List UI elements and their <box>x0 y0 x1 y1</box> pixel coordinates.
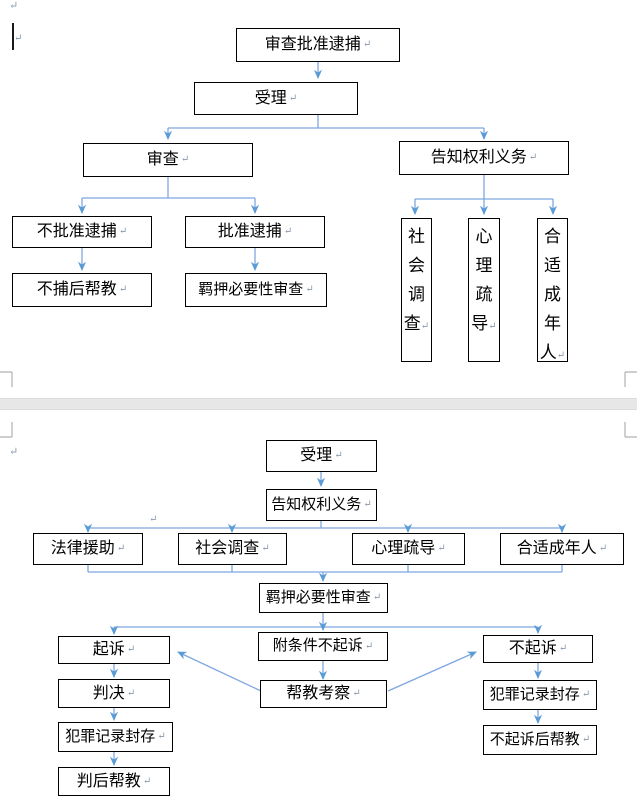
box-detention-necessity-review[interactable]: 羁押必要性审查↵ <box>185 273 327 307</box>
box-label: 审查 <box>146 151 179 168</box>
paragraph-mark: ↵ <box>9 0 19 12</box>
paragraph-mark: ↵ <box>126 644 136 655</box>
box-psychological-counseling-2[interactable]: 心理疏导↵ <box>352 533 465 565</box>
paragraph-mark: ↵ <box>420 321 430 332</box>
box-mentoring-probation[interactable]: 帮教考察↵ <box>260 680 387 708</box>
paragraph-mark: ↵ <box>14 33 23 44</box>
box-label: 不批准逮捕 <box>36 223 117 240</box>
paragraph-mark: ↵ <box>142 775 152 787</box>
box-psychological-counseling-vertical[interactable]: 心理疏导↵ <box>468 218 500 362</box>
box-label: 批准逮捕 <box>217 223 282 240</box>
box-label: 起诉 <box>92 641 125 658</box>
paragraph-mark: ↵ <box>288 92 298 104</box>
box-inform-rights-obligations-2[interactable]: 告知权利义务↵ <box>266 489 377 521</box>
paragraph-mark: ↵ <box>581 734 591 745</box>
box-post-non-prosecution-mentoring[interactable]: 不起诉后帮教↵ <box>483 725 597 755</box>
box-label: 判后帮教 <box>76 772 141 790</box>
box-label: 帮教考察 <box>286 685 351 702</box>
box-label: 犯罪记录封存 <box>65 728 156 745</box>
paragraph-mark: ↵ <box>149 514 158 525</box>
paragraph-mark: ↵ <box>157 731 166 742</box>
box-review[interactable]: 审查↵ <box>83 143 253 177</box>
box-label: 不捕后帮教 <box>36 281 117 298</box>
box-criminal-record-sealing-right[interactable]: 犯罪记录封存↵ <box>483 680 597 710</box>
box-judgment[interactable]: 判决↵ <box>58 679 170 708</box>
box-detention-necessity-review-2[interactable]: 羁押必要性审查↵ <box>259 583 388 613</box>
box-label: 不起诉后帮教 <box>489 731 580 748</box>
paragraph-mark: ↵ <box>598 543 608 554</box>
paragraph-mark: ↵ <box>334 450 343 461</box>
paragraph-mark: ↵ <box>305 284 314 295</box>
box-label: 犯罪记录封存 <box>489 686 580 703</box>
box-social-investigation-2[interactable]: 社会调查↵ <box>178 533 287 565</box>
box-appropriate-adult-2[interactable]: 合适成年人↵ <box>500 533 624 565</box>
box-legal-aid[interactable]: 法律援助↵ <box>33 533 143 565</box>
paragraph-mark: ↵ <box>363 499 372 510</box>
box-accept[interactable]: 受理↵ <box>194 82 358 115</box>
paragraph-mark: ↵ <box>528 152 538 163</box>
box-label: 社会调查 <box>403 227 425 333</box>
box-accept-2[interactable]: 受理↵ <box>266 440 377 472</box>
paragraph-mark: ↵ <box>118 226 128 237</box>
page-break-gap <box>0 398 637 410</box>
box-label: 社会调查 <box>195 540 260 557</box>
box-appropriate-adult-vertical[interactable]: 合适成年人↵ <box>537 218 568 362</box>
box-approve-arrest[interactable]: 批准逮捕↵ <box>185 216 325 248</box>
box-label: 羁押必要性审查 <box>265 589 371 606</box>
paragraph-mark: ↵ <box>283 226 293 237</box>
box-label: 羁押必要性审查 <box>198 281 304 298</box>
paragraph-mark: ↵ <box>372 592 382 603</box>
box-label: 判决 <box>92 684 125 702</box>
text-cursor <box>12 23 14 50</box>
paragraph-mark: ↵ <box>437 543 446 554</box>
paragraph-mark: ↵ <box>558 643 568 654</box>
box-label: 审查批准逮捕 <box>264 36 361 53</box>
box-label: 法律援助 <box>50 540 115 557</box>
paragraph-mark: ↵ <box>116 543 126 554</box>
box-label: 告知权利义务 <box>271 496 362 513</box>
box-label: 心理疏导 <box>371 540 436 557</box>
paragraph-mark: ↵ <box>581 689 591 700</box>
box-label: 告知权利义务 <box>430 149 527 166</box>
box-prosecution[interactable]: 起诉↵ <box>58 636 170 664</box>
paragraph-mark: ↵ <box>180 154 190 165</box>
box-post-judgment-mentoring[interactable]: 判后帮教↵ <box>58 767 170 796</box>
box-inform-rights-obligations[interactable]: 告知权利义务↵ <box>399 141 569 175</box>
box-label: 心理疏导 <box>471 227 493 333</box>
box-label: 不起诉 <box>508 640 557 657</box>
box-criminal-record-sealing-left[interactable]: 犯罪记录封存↵ <box>58 722 173 752</box>
paragraph-mark: ↵ <box>118 284 128 295</box>
paragraph-mark: ↵ <box>126 687 136 699</box>
paragraph-mark: ↵ <box>9 446 19 458</box>
paragraph-mark: ↵ <box>352 688 361 699</box>
box-disapprove-arrest[interactable]: 不批准逮捕↵ <box>12 216 152 248</box>
paragraph-mark: ↵ <box>556 350 566 361</box>
box-social-investigation-vertical[interactable]: 社会调查↵ <box>401 218 432 362</box>
paragraph-mark: ↵ <box>488 321 497 332</box>
paragraph-mark: ↵ <box>261 543 270 554</box>
box-label: 合适成年人 <box>516 540 597 557</box>
box-review-approve-arrest[interactable]: 审查批准逮捕↵ <box>236 28 400 62</box>
box-post-non-arrest-mentoring[interactable]: 不捕后帮教↵ <box>12 273 152 307</box>
box-label: 受理 <box>300 447 333 464</box>
box-label: 受理 <box>254 89 287 107</box>
box-label: 附条件不起诉 <box>272 638 363 654</box>
paragraph-mark: ↵ <box>364 640 374 652</box>
box-label: 合适成年人 <box>539 227 561 362</box>
box-non-prosecution[interactable]: 不起诉↵ <box>483 635 593 663</box>
paragraph-mark: ↵ <box>362 39 372 50</box>
box-conditional-non-prosecution[interactable]: 附条件不起诉↵ <box>258 632 388 661</box>
